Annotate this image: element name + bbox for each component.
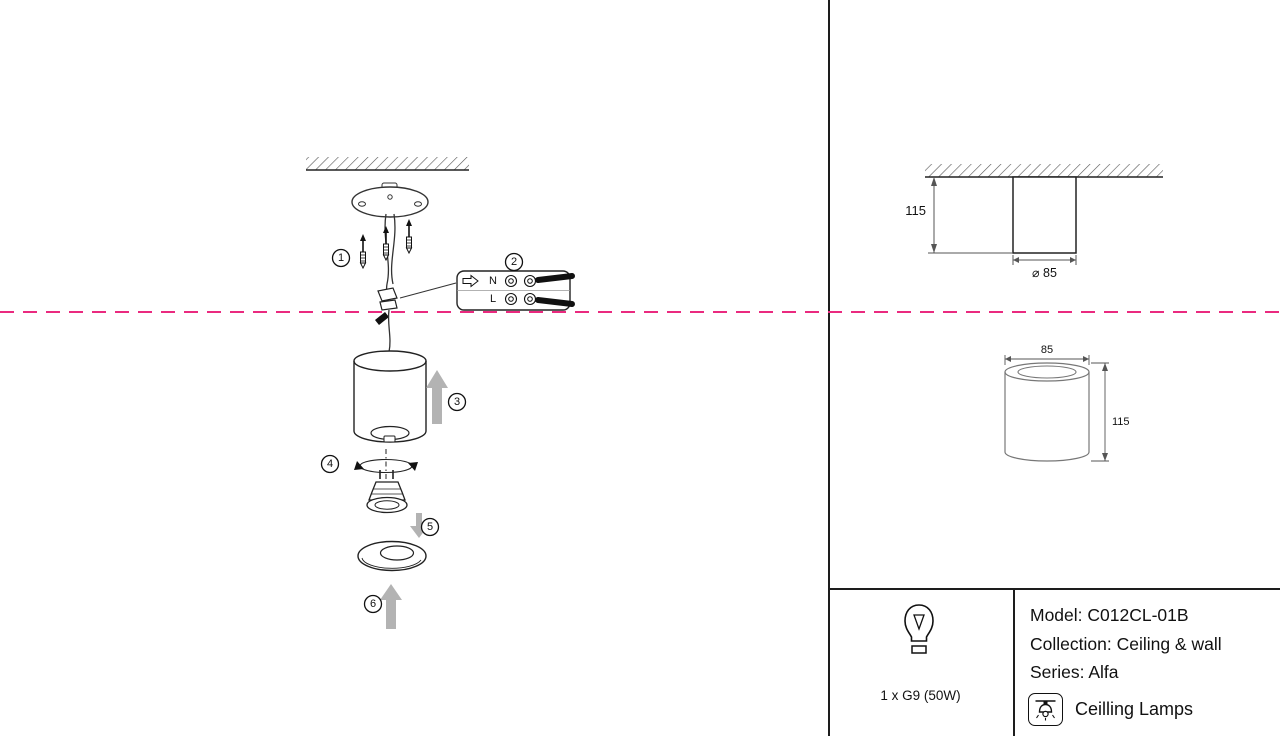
svg-text:115: 115 — [1112, 416, 1130, 428]
svg-text:2: 2 — [511, 256, 517, 268]
category-label: Ceilling Lamps — [1075, 699, 1194, 719]
svg-text:4: 4 — [327, 458, 333, 470]
svg-text:115: 115 — [905, 203, 926, 218]
lamp-side-view — [1012, 176, 1077, 254]
svg-text:85: 85 — [1041, 344, 1053, 356]
panel-divider-vertical — [828, 0, 830, 736]
lamp-body — [353, 350, 427, 443]
ceiling-hatch — [925, 164, 1163, 178]
screws — [359, 219, 413, 270]
terminal-n-label: N — [489, 275, 497, 287]
svg-text:3: 3 — [454, 396, 460, 408]
svg-text:5: 5 — [427, 521, 433, 533]
screw-icon — [382, 226, 390, 262]
terminal-l-label: L — [490, 293, 496, 305]
dim-height-front: 115 — [1091, 362, 1130, 462]
step-marker-5: 5 — [420, 517, 440, 537]
product-info: Model: C012CL-01B Collection: Ceiling & … — [1030, 601, 1222, 687]
trim-ring — [357, 540, 427, 572]
svg-text:⌀ 85: ⌀ 85 — [1032, 266, 1057, 280]
collection-label: Collection: Ceiling & wall — [1030, 633, 1222, 654]
lamp-front-view — [1004, 362, 1090, 462]
step-marker-4: 4 — [320, 454, 340, 474]
step-marker-6: 6 — [363, 594, 383, 614]
bulb-gu10 — [366, 470, 408, 514]
dim-diameter: ⌀ 85 — [1012, 255, 1077, 280]
svg-text:6: 6 — [370, 598, 376, 610]
screw-icon — [405, 219, 413, 255]
dim-height-side: 115 — [905, 177, 1013, 254]
step-marker-3: 3 — [447, 392, 467, 412]
rotate-indicator — [354, 449, 418, 483]
svg-text:1: 1 — [338, 252, 344, 264]
up-arrow-icon — [380, 584, 402, 629]
terminal-block: N L — [399, 270, 575, 311]
step-marker-1: 1 — [331, 248, 351, 268]
bulb-icon — [904, 604, 934, 654]
down-left-arrow-icon — [375, 312, 389, 325]
ceiling-hatch — [306, 157, 469, 171]
spec-divider-vertical — [1013, 588, 1015, 736]
right-arrow-icon — [462, 274, 479, 288]
up-arrow-icon — [426, 370, 448, 424]
dimension-drawings: 115 ⌀ 85 85 — [905, 164, 1163, 462]
series-label: Series: Alfa — [1030, 662, 1119, 682]
ceiling-lamp-icon — [1028, 693, 1063, 726]
spec-divider-horizontal — [828, 588, 1280, 590]
step-marker-2: 2 — [504, 252, 524, 272]
model-label: Model: C012CL-01B — [1030, 605, 1189, 625]
screw-icon — [359, 234, 367, 270]
mounting-plate — [351, 182, 429, 218]
dim-width-front: 85 — [1004, 344, 1090, 365]
centerline-dashed — [0, 311, 1280, 313]
installation-diagram: 1 N L 2 — [306, 157, 575, 629]
wire-connector — [375, 287, 398, 325]
category-row: Ceilling Lamps — [1028, 693, 1193, 726]
bulb-spec-label: 1 x G9 (50W) — [880, 688, 961, 703]
